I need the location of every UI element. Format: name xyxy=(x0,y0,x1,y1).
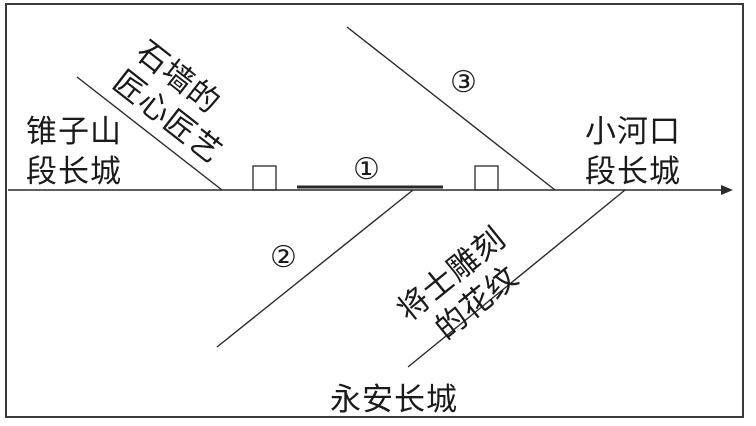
start-label-line1: 锥子山 xyxy=(26,114,122,150)
end-label-line1: 小河口 xyxy=(585,114,681,150)
start-label: 锥子山 段长城 xyxy=(26,112,122,192)
branch-bottom-right-line xyxy=(407,189,626,368)
arrow-head-icon xyxy=(721,185,733,195)
branch-bottom-left-line xyxy=(216,189,414,348)
bottom-label: 永安长城 xyxy=(330,382,458,418)
marker-3: ③ xyxy=(450,65,477,100)
small-box-left xyxy=(252,165,277,191)
marker-1: ① xyxy=(353,152,380,187)
end-label: 小河口 段长城 xyxy=(585,112,681,192)
marker-2: ② xyxy=(270,240,297,275)
branch-top-right-line xyxy=(346,26,556,191)
diagram-frame xyxy=(5,3,744,418)
small-box-right xyxy=(474,165,499,191)
start-label-line2: 段长城 xyxy=(26,154,122,190)
end-label-line2: 段长城 xyxy=(585,154,681,190)
branch-top-left-line xyxy=(76,76,223,191)
